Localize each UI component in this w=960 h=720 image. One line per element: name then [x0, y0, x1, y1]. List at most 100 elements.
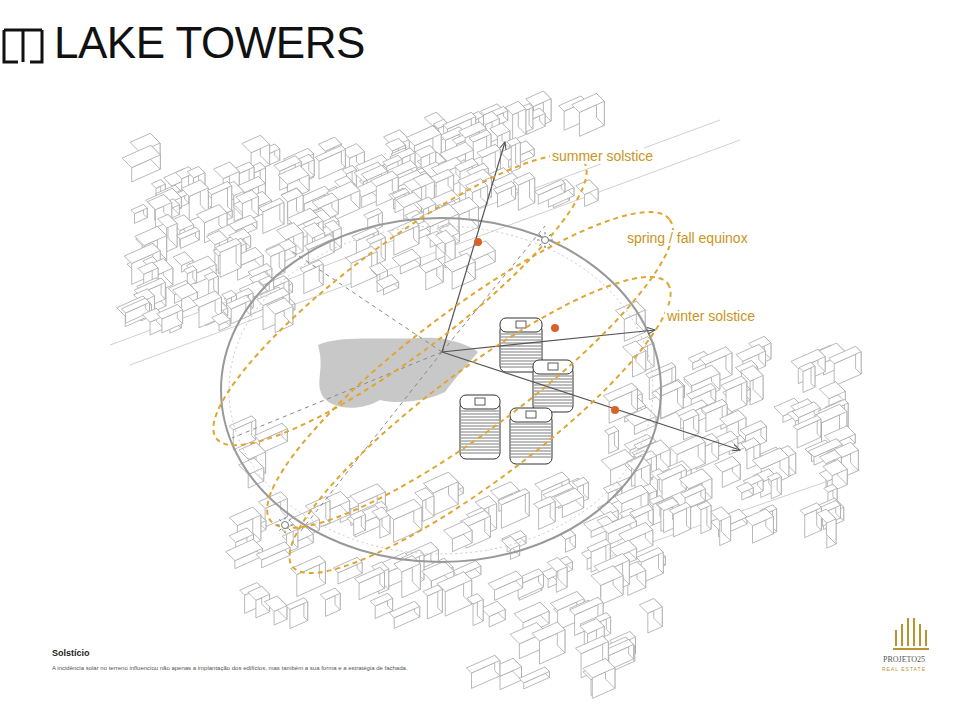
sun-position-dot — [551, 324, 559, 332]
building-roof — [437, 572, 472, 592]
roof-core — [526, 411, 536, 418]
floor-line — [461, 450, 499, 451]
building-roof — [535, 180, 565, 196]
axis-lines — [232, 226, 545, 532]
building-roof — [239, 458, 264, 475]
building-roof — [701, 399, 727, 413]
building-roof — [131, 204, 147, 213]
building-roof — [229, 507, 260, 525]
sun-ray — [277, 525, 280, 526]
building-roof — [364, 209, 383, 220]
building-roof — [386, 499, 422, 519]
building-roof — [423, 585, 442, 596]
floor-line — [534, 376, 572, 377]
building-roof — [655, 380, 683, 396]
floor-line — [511, 451, 551, 452]
building-roof — [745, 509, 774, 526]
building-roof — [370, 593, 392, 606]
building-roof — [138, 262, 158, 274]
brand-text: REAL ESTATE — [854, 667, 954, 673]
building-roof — [669, 502, 690, 514]
building-roof — [469, 130, 491, 142]
site-horizon-circle — [221, 218, 661, 562]
building-roof — [490, 123, 510, 136]
building-roof — [135, 226, 167, 245]
building-roof — [715, 456, 741, 472]
building-roof — [157, 305, 183, 320]
building-block — [572, 94, 605, 137]
sun-ray — [551, 240, 554, 241]
building-roof — [576, 636, 609, 654]
building-roof — [626, 456, 650, 471]
building-roof — [415, 488, 434, 501]
building-roof — [315, 146, 345, 162]
floor-line — [511, 448, 551, 449]
building-roof — [173, 252, 193, 266]
building-block — [829, 346, 861, 386]
building-roof — [265, 245, 285, 257]
sun-icon — [277, 517, 293, 533]
sun-ray — [545, 246, 546, 249]
building-roof — [350, 484, 385, 504]
building-block — [601, 450, 635, 486]
sun-path-label: summer solstice — [550, 148, 655, 164]
building-block — [745, 509, 774, 543]
building-roof — [436, 230, 455, 244]
building-block — [315, 146, 345, 180]
building-roof — [212, 313, 230, 325]
sun-ray — [279, 529, 281, 531]
building-roof — [681, 485, 706, 498]
building-roof — [720, 410, 746, 426]
building-block — [547, 558, 567, 593]
building-roof — [312, 193, 338, 208]
building-roof — [829, 346, 861, 363]
building-roof — [514, 602, 549, 622]
floor-line — [511, 442, 551, 443]
building-roof — [236, 190, 258, 204]
floor-line — [461, 441, 499, 442]
building-block — [615, 301, 645, 341]
building-block — [300, 260, 323, 294]
building-roof — [481, 601, 505, 616]
sun-direction-arrow — [442, 330, 655, 352]
sun-ray — [539, 234, 541, 236]
building-block — [444, 522, 472, 552]
building-roof — [256, 542, 290, 560]
building-block — [437, 572, 472, 616]
page-title: LAKE TOWERS — [54, 18, 365, 69]
floor-line — [511, 427, 551, 428]
building-block — [576, 180, 598, 207]
building-roof — [416, 197, 435, 210]
city-blocks — [117, 91, 861, 698]
floor-line — [461, 420, 499, 421]
building-roof — [580, 619, 604, 634]
floor-line — [461, 444, 499, 445]
building-block — [370, 593, 392, 618]
building-roof — [824, 426, 855, 444]
building-roof — [615, 485, 648, 504]
building-roof — [193, 291, 222, 307]
building-roof — [147, 195, 171, 210]
building-block — [481, 601, 505, 627]
building-roof — [603, 383, 637, 401]
floor-line — [501, 358, 541, 359]
building-roof — [264, 596, 287, 611]
floor-line — [461, 411, 499, 412]
building-block — [493, 181, 515, 207]
building-block — [117, 296, 152, 327]
building-block — [701, 399, 727, 432]
building-roof — [181, 180, 208, 196]
building-roof — [286, 598, 308, 610]
building-roof — [700, 347, 732, 365]
sun-paths — [183, 118, 706, 611]
building-roof — [383, 155, 402, 166]
building-roof — [534, 497, 555, 509]
building-block — [157, 305, 183, 333]
logo-icon — [4, 30, 42, 62]
roads — [110, 120, 860, 560]
building-block — [639, 599, 662, 634]
building-block — [420, 259, 444, 290]
building-roof — [267, 298, 293, 315]
building-roof — [475, 496, 497, 510]
building-roof — [639, 599, 662, 614]
